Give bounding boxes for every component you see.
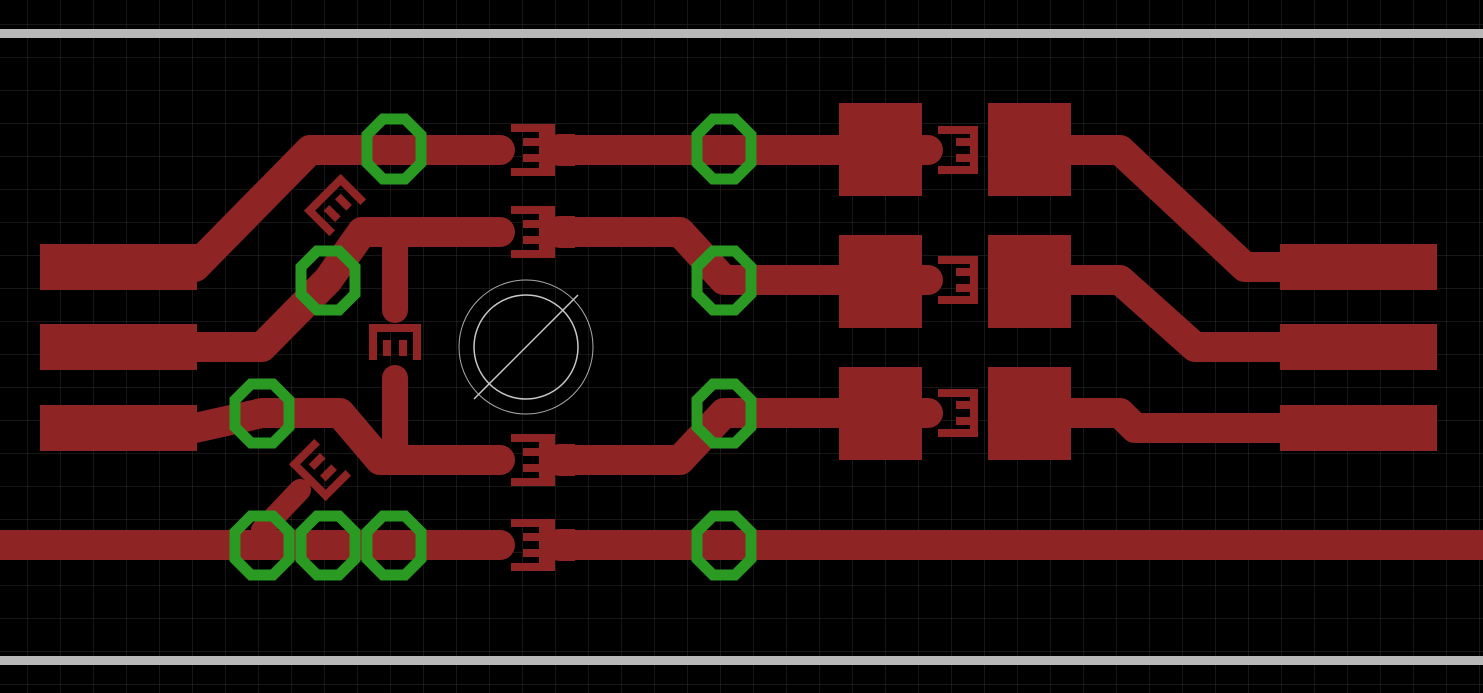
smd-components[interactable] [839,103,1071,460]
smd-pad-icon[interactable] [922,135,943,165]
solder-jumper-icon[interactable] [938,256,978,304]
connector-pad-left-3[interactable] [40,405,197,451]
right-connector[interactable] [1280,244,1437,451]
solder-jumper-icon[interactable] [511,124,568,176]
smd-pad-r2-a[interactable] [839,235,922,328]
trace-row3-right[interactable] [1015,398,1315,443]
connector-pad-right-3[interactable] [1280,405,1437,451]
smd-pad-r1-a[interactable] [839,103,922,196]
smd-pad-r2-b[interactable] [988,235,1071,328]
smd-pad-icon[interactable] [544,444,575,476]
solder-jumper-icon[interactable] [303,173,367,237]
via-icon[interactable] [229,510,295,581]
trace-stub-bottom[interactable] [251,479,311,541]
mounting-hole-icon[interactable] [458,279,594,415]
solder-jumper-icon[interactable] [938,389,978,437]
connector-pad-left-2[interactable] [40,324,197,370]
board-outline-top[interactable] [0,29,1483,38]
via-icon[interactable] [691,510,757,581]
smd-pad-icon[interactable] [544,134,575,166]
via-icon[interactable] [361,510,427,581]
connector-pad-left-1[interactable] [40,244,197,290]
via-icon[interactable] [691,245,757,316]
solder-jumpers[interactable] [288,124,978,571]
board-outline-bottom[interactable] [0,656,1483,665]
via-icon[interactable] [295,510,361,581]
left-connector[interactable] [40,244,197,451]
jumper-pads[interactable] [544,134,943,561]
solder-jumper-icon[interactable] [288,438,352,502]
via-icon[interactable] [229,378,295,449]
via-icon[interactable] [295,245,361,316]
via-icon[interactable] [691,378,757,449]
via-icon[interactable] [691,113,757,185]
via-icon[interactable] [361,113,427,185]
smd-pad-icon[interactable] [922,398,943,428]
smd-pad-r1-b[interactable] [988,103,1071,196]
smd-pad-r3-b[interactable] [988,367,1071,460]
trace-row2-right[interactable] [1015,265,1315,362]
solder-jumper-icon[interactable] [938,126,978,174]
trace-row1-left[interactable] [180,135,515,282]
smd-pad-icon[interactable] [544,529,575,561]
connector-pad-right-1[interactable] [1280,244,1437,290]
smd-pad-r3-a[interactable] [839,367,922,460]
vias[interactable] [229,113,757,581]
smd-pad-icon[interactable] [922,265,943,295]
connector-pad-right-2[interactable] [1280,324,1437,370]
smd-pad-icon[interactable] [544,216,575,248]
solder-jumper-icon[interactable] [369,324,421,360]
trace-row1-right[interactable] [1015,135,1315,282]
